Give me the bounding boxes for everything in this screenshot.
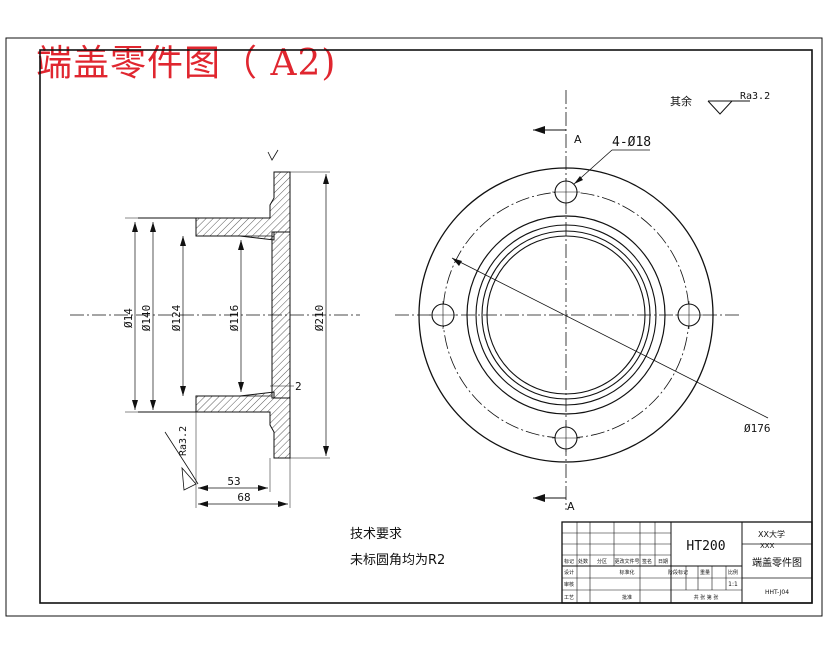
tech-heading: 技术要求 (350, 527, 402, 542)
section-arrow-icon (533, 126, 545, 134)
section-arrow-icon (533, 494, 545, 502)
roughness-symbol-icon (707, 100, 750, 115)
section-mark-top: A (574, 133, 582, 146)
dim-d140: Ø140 (140, 305, 153, 332)
dim-53: 53 (227, 475, 240, 488)
svg-text:标准化: 标准化 (619, 569, 634, 576)
svg-text:阶段标记: 阶段标记 (668, 569, 688, 576)
svg-text:批准: 批准 (622, 594, 632, 601)
dim-d124: Ø124 (170, 304, 183, 331)
front-view: 4-Ø18 Ø176 A A (395, 90, 771, 513)
part-name: 端盖零件图 (752, 556, 802, 569)
svg-text:设计: 设计 (564, 569, 574, 576)
roughness-note: 其余 Ra3.2 (670, 91, 770, 115)
svg-text:标记: 标记 (564, 558, 574, 565)
upper-wall-section (195, 171, 291, 241)
drawing-number: HHT-J04 (765, 589, 789, 596)
dim-d116: Ø116 (228, 305, 241, 332)
dim-68: 68 (237, 491, 250, 504)
lower-wall-section (195, 391, 291, 459)
title-block-text: HT200 XX大学 XXX 端盖零件图 HHT-J04 1:1 共 张 第 张… (564, 529, 802, 601)
svg-text:处数: 处数 (578, 558, 588, 565)
svg-text:工艺: 工艺 (564, 595, 574, 601)
side-roughness-value: Ra3.2 (178, 426, 189, 456)
roughness-prefix: 其余 (670, 94, 692, 108)
flange-roughness-icon (267, 149, 279, 161)
svg-text:比例: 比例 (728, 569, 738, 576)
material: HT200 (686, 539, 725, 554)
outer-border (5, 37, 823, 617)
svg-text:分区: 分区 (597, 558, 607, 565)
dim-holes: 4-Ø18 (612, 135, 651, 150)
dim-d176: Ø176 (744, 422, 771, 435)
dim-d210: Ø210 (313, 305, 326, 332)
dim-d14x: Ø14 (122, 308, 135, 328)
svg-text:更改文件号: 更改文件号 (614, 558, 639, 565)
flange-web-section (271, 231, 291, 399)
scale: 1:1 (728, 581, 738, 588)
section-mark-bottom: A (567, 500, 575, 513)
inner-border (39, 49, 813, 604)
svg-text:日期: 日期 (658, 559, 668, 565)
svg-text:审核: 审核 (564, 581, 574, 588)
svg-text:重量: 重量 (700, 569, 710, 576)
svg-text:签名: 签名 (642, 558, 652, 565)
dim-2: 2 (295, 380, 302, 393)
tech-note: 未标圆角均为R2 (350, 553, 445, 568)
title-block (561, 521, 813, 604)
sheet-count: 共 张 第 张 (694, 594, 719, 601)
section-view: Ø14 Ø140 Ø124 Ø116 Ø210 2 Ra3.2 53 68 (70, 149, 360, 508)
roughness-value: Ra3.2 (740, 91, 770, 102)
school-name: XX大学 (758, 529, 785, 539)
department: XXX (760, 542, 775, 550)
side-roughness-icon (181, 466, 197, 491)
flange-outer-circle (418, 167, 714, 463)
